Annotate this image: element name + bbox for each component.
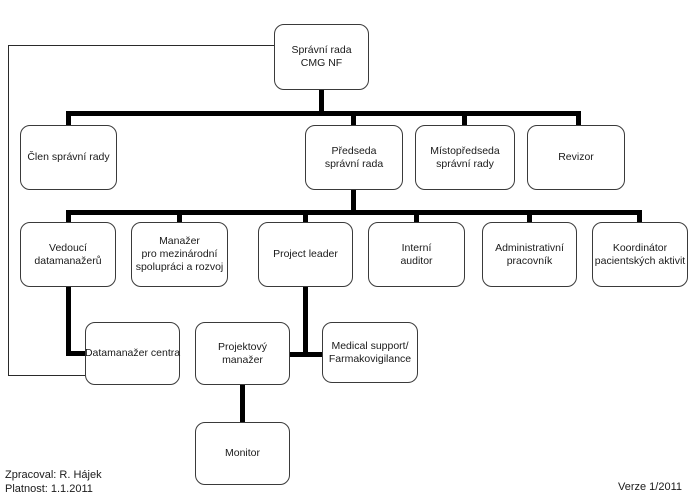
connector-stub-manazer <box>177 210 182 222</box>
node-revizor: Revizor <box>527 125 625 190</box>
footer-verze: Verze 1/2011 <box>617 481 682 493</box>
connector-root-drop <box>319 90 324 116</box>
connector-level2-bus <box>66 111 581 116</box>
node-vedouci-datamanazeru: Vedoucí datamanažerů <box>20 222 116 287</box>
node-spravni-rada-cmg-nf: Správní rada CMG NF <box>274 24 369 90</box>
footer-zpracoval: Zpracoval: R. Hájek <box>5 469 102 481</box>
connector-predseda-drop <box>351 190 356 215</box>
node-label: Monitor <box>224 447 260 459</box>
node-label: Vedoucí datamanažerů <box>34 241 102 267</box>
connector-stub-revizor <box>576 111 581 125</box>
connector-feedback-top <box>8 45 274 46</box>
connector-stub-mistopredseda <box>462 111 467 125</box>
node-label: Správní rada CMG NF <box>291 44 352 69</box>
connector-feedback-bottom <box>8 375 85 376</box>
connector-vedouci-drop <box>66 287 71 356</box>
node-label: Člen správní rady <box>27 151 110 163</box>
connector-project-leader-drop <box>303 287 308 357</box>
node-predseda-spravni-rada: Předseda správní rada <box>305 125 403 190</box>
node-project-leader: Project leader <box>258 222 353 287</box>
connector-monitor-drop <box>240 385 245 422</box>
connector-vedouci-elbow <box>66 351 85 356</box>
footer-platnost: Platnost: 1.1.2011 <box>5 483 93 495</box>
node-manazer-mezinarodni: Manažer pro mezinárodní spolupráci a roz… <box>131 222 228 287</box>
node-projektovy-manazer: Projektový manažer <box>195 322 290 385</box>
connector-stub-interni-auditor <box>414 210 419 222</box>
node-administrativni-pracovnik: Administrativní pracovník <box>482 222 577 287</box>
node-medical-support-farmakovigilance: Medical support/ Farmakovigilance <box>322 322 418 383</box>
connector-stub-project-leader <box>303 210 308 222</box>
connector-projektovy-medical-bridge <box>290 352 322 357</box>
node-label: Administrativní pracovník <box>495 241 564 267</box>
node-label: Místopředseda správní rady <box>430 144 500 170</box>
connector-stub-vedouci <box>66 210 71 222</box>
connector-stub-clen <box>66 111 71 125</box>
node-koordinator-pacientskych-aktivit: Koordinátor pacientských aktivit <box>592 222 688 287</box>
node-datamanazer-centra: Datamanažer centra <box>85 322 180 385</box>
connector-stub-administrativni <box>527 210 532 222</box>
node-label: Project leader <box>273 248 338 260</box>
node-label: Předseda správní rada <box>324 144 384 170</box>
node-monitor: Monitor <box>195 422 290 485</box>
connector-level3-bus <box>66 210 642 215</box>
node-label: Revizor <box>558 151 594 163</box>
connector-stub-koordinator <box>637 210 642 222</box>
connector-stub-predseda <box>351 111 356 125</box>
node-label: Datamanažer centra <box>84 347 181 359</box>
connector-feedback-left <box>8 45 9 376</box>
node-label: Interní auditor <box>400 241 433 267</box>
node-clen-spravni-rady: Člen správní rady <box>20 125 117 190</box>
node-label: Projektový manažer <box>217 340 268 366</box>
node-label: Medical support/ Farmakovigilance <box>328 339 412 365</box>
node-label: Koordinátor pacientských aktivit <box>594 241 686 267</box>
node-interni-auditor: Interní auditor <box>368 222 465 287</box>
node-label: Manažer pro mezinárodní spolupráci a roz… <box>135 235 224 273</box>
node-mistopredseda-spravni-rady: Místopředseda správní rady <box>415 125 515 190</box>
